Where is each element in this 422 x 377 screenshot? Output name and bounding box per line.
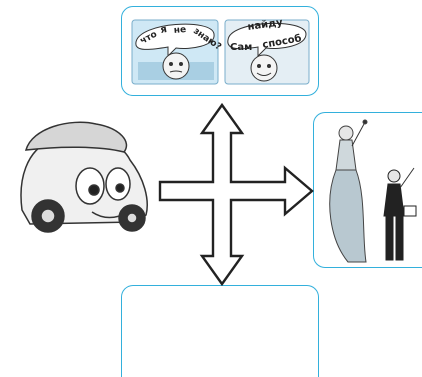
ballerina-icon	[330, 120, 367, 262]
arrow-cross-shape	[160, 105, 312, 284]
boy-smiling-icon	[251, 55, 277, 81]
car-character-icon	[21, 122, 147, 232]
arrow-cross	[160, 105, 312, 284]
boy-thinking-icon	[163, 53, 189, 79]
bubble-word-3: не	[173, 25, 186, 36]
diagram-canvas: что я не знаю? Сам найду способ	[0, 0, 422, 369]
bubble-word-5: Сам	[230, 42, 252, 53]
conductor-icon	[384, 168, 416, 260]
